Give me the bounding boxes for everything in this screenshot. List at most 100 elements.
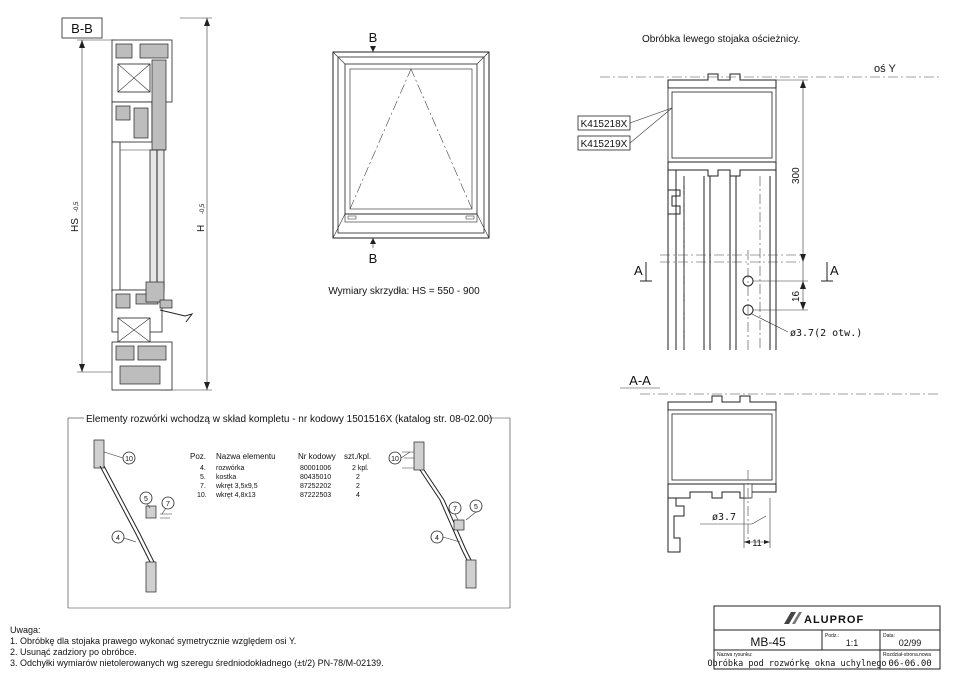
h-dimension-tolerance: -0,5 <box>200 203 206 214</box>
parts-panel-frame <box>67 418 511 609</box>
section-mark-top: B <box>369 30 378 45</box>
sash-dimension-caption: Wymiary skrzydła: HS = 550 - 900 <box>328 286 480 297</box>
axis-y-label: oś Y <box>874 63 896 75</box>
screw-left <box>160 513 172 519</box>
balloon-right <box>430 530 444 544</box>
chapter-value: 06-06.00 <box>888 659 931 669</box>
note-item: 3. Odchyłki wymiarów nietolerowanych wg … <box>10 658 384 668</box>
date-label: Data: <box>883 633 895 639</box>
dim-300-label: 300 <box>791 167 802 184</box>
balloon-left-label: 10 <box>125 456 133 463</box>
profile-code-1: K415218X <box>581 119 628 130</box>
machining-title: Obróbka lewego stojaka ościeżnicy. <box>642 34 800 45</box>
chapter-label: Rozdział-strona.nowa <box>883 652 931 658</box>
balloon-left-label: 7 <box>166 501 170 508</box>
block-right <box>453 519 465 531</box>
frame-machining-view: Obróbka lewego stojaka ościeżnicy. oś Y <box>577 34 940 350</box>
stay-arm-left <box>99 465 157 567</box>
drawing-number: MB-45 <box>750 635 786 649</box>
col-code: Nr kodowy <box>298 452 336 461</box>
section-mark-a-right: A <box>830 263 839 278</box>
date-value: 02/99 <box>899 638 922 648</box>
balloon-left-label: 4 <box>116 535 120 542</box>
row-name: rozwórka <box>216 465 245 472</box>
row-qty: 4 <box>356 492 360 499</box>
drawing-name: Obróbka pod rozwórkę okna uchylnego <box>707 658 886 669</box>
row-code: 87222503 <box>300 492 331 499</box>
balloon-right-label: 4 <box>435 535 439 542</box>
hs-dimension-label: HS <box>70 218 81 232</box>
balloon-left <box>139 491 153 505</box>
drawing-name-label: Nazwa rysunku: <box>717 652 753 658</box>
row-code: 87252202 <box>300 483 331 490</box>
hole-note: ø3.7(2 otw.) <box>790 328 862 339</box>
title-block-frame <box>713 605 941 670</box>
notes-heading: Uwaga: <box>10 625 41 635</box>
row-name: wkręt 4,8x13 <box>215 492 256 499</box>
balloon-right <box>448 501 462 515</box>
parts-heading: Elementy rozwórki wchodzą w skład komple… <box>86 414 492 425</box>
row-code: 80435010 <box>300 474 331 481</box>
aluprof-logo: ALUPROF <box>784 612 864 626</box>
note-item: 1. Obróbkę dla stojaka prawego wykonać s… <box>10 636 296 646</box>
stay-arm-section <box>159 309 194 323</box>
stay-arm-right <box>419 469 475 567</box>
row-qty: 2 kpl. <box>352 465 369 472</box>
brand-name: ALUPROF <box>804 614 864 626</box>
h-dimension-label: H <box>196 225 207 232</box>
balloon-right-label: 5 <box>474 504 478 511</box>
balloon-left <box>111 530 125 544</box>
balloon-left <box>161 496 175 510</box>
balloon-right-label: 7 <box>453 506 457 513</box>
dim-hole-label: ø3.7 <box>712 512 736 523</box>
row-pos: 7. <box>200 483 206 490</box>
balloon-right <box>469 499 483 513</box>
scale-label: Podz.: <box>825 633 839 639</box>
stay-assembly-right: 10 7 5 4 <box>388 441 483 589</box>
row-pos: 4. <box>200 465 206 472</box>
balloon-left <box>122 451 136 465</box>
balloon-right-label: 10 <box>391 456 399 463</box>
section-mark-bottom: B <box>369 251 378 266</box>
section-mark-a-left: A <box>634 263 643 278</box>
dim-16-label: 16 <box>791 290 802 302</box>
stay-assembly-left: 10 5 7 4 <box>93 439 175 593</box>
tilt-indicator-right <box>410 68 473 210</box>
profile-code-2: K415219X <box>581 139 628 150</box>
block-left <box>145 505 157 519</box>
profile-code-labels: K415218X K415219X <box>577 107 673 151</box>
section-aa-label: A-A <box>629 373 651 388</box>
section-bb-label: B-B <box>71 21 93 36</box>
col-qty: szt./kpl. <box>344 452 371 461</box>
section-aa: A-A 11 ø3.7 <box>620 373 940 553</box>
top-profile-section <box>111 39 173 151</box>
col-pos: Poz. <box>190 452 206 461</box>
row-qty: 2 <box>356 483 360 490</box>
row-pos: 10. <box>197 492 207 499</box>
row-name: wkręt 3,5x9,5 <box>215 483 258 490</box>
row-name: kostka <box>216 474 236 481</box>
row-pos: 5. <box>200 474 206 481</box>
parts-table: Poz. Nazwa elementu Nr kodowy szt./kpl. … <box>190 452 371 499</box>
row-qty: 2 <box>356 474 360 481</box>
row-code: 80001006 <box>300 465 331 472</box>
section-bb: B-B HS -0,5 H -0,5 <box>61 17 212 391</box>
col-name: Nazwa elementu <box>216 452 276 461</box>
frame-profile-elevation <box>660 170 800 350</box>
section-bb-label-box <box>61 17 103 39</box>
hs-dimension-tolerance: -0,5 <box>74 201 80 212</box>
note-item: 2. Usunąć zadziory po obróbce. <box>10 647 137 657</box>
balloon-left-label: 5 <box>144 496 148 503</box>
parts-panel: Elementy rozwórki wchodzą w skład komple… <box>67 414 511 609</box>
title-block: ALUPROF MB-45 Podz.: 1:1 Data: 02/99 Naz… <box>707 605 941 670</box>
scale-value: 1:1 <box>846 638 859 648</box>
window-outer-frame <box>332 51 490 239</box>
window-elevation: B B Wymiary skrzydła: HS = 550 - 900 <box>328 30 490 297</box>
tilt-indicator-left <box>349 68 412 210</box>
dim-11-label: 11 <box>752 538 761 548</box>
screws-right <box>402 451 414 469</box>
balloon-right <box>388 451 402 465</box>
notes: Uwaga: 1. Obróbkę dla stojaka prawego wy… <box>10 625 384 668</box>
